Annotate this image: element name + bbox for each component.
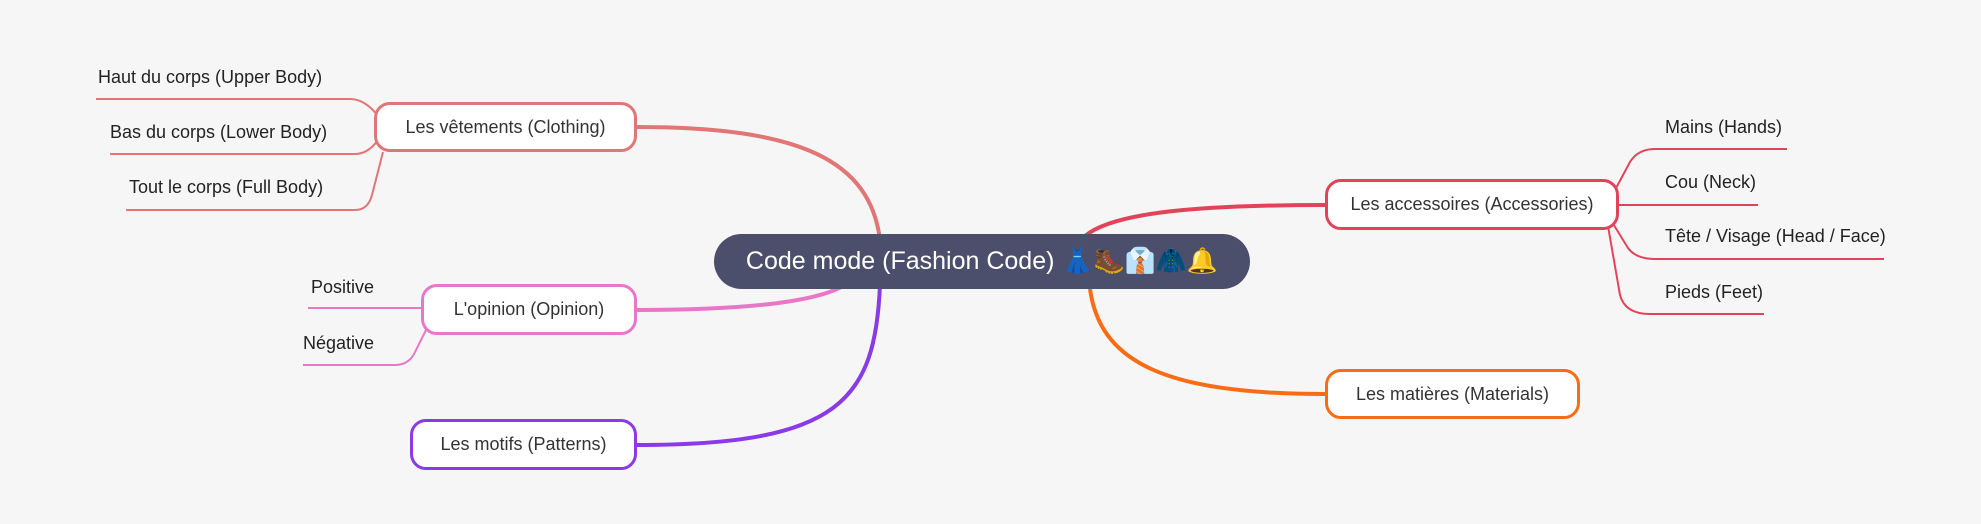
link-upper-body [96, 98, 379, 117]
leaf-feet[interactable]: Pieds (Feet) [1665, 282, 1764, 302]
link-opinion [636, 283, 847, 312]
link-accessories [1083, 203, 1326, 238]
link-patterns [636, 284, 882, 447]
branch-materials[interactable]: Les matières (Materials) [1325, 369, 1580, 419]
link-feet [1607, 225, 1764, 315]
leaf-negative[interactable]: Négative [303, 333, 375, 353]
branch-accessories[interactable]: Les accessoires (Accessories) [1325, 179, 1619, 230]
branch-opinion[interactable]: L'opinion (Opinion) [421, 284, 637, 335]
leaf-head-face[interactable]: Tête / Visage (Head / Face) [1665, 226, 1886, 246]
root-node[interactable]: Code mode (Fashion Code) 👗🥾👔🧥🔔 [714, 234, 1250, 289]
fashion-emoji-icons: 👗🥾👔🧥🔔 [1062, 247, 1219, 275]
root-label: Code mode (Fashion Code) [745, 247, 1055, 275]
link-full-body [126, 151, 384, 211]
link-head [1611, 221, 1884, 260]
branch-clothing[interactable]: Les vêtements (Clothing) [374, 102, 637, 152]
leaf-hands[interactable]: Mains (Hands) [1665, 117, 1783, 137]
leaf-full-body[interactable]: Tout le corps (Full Body) [129, 177, 324, 197]
link-negative [303, 329, 427, 366]
leaf-positive[interactable]: Positive [311, 277, 375, 297]
link-materials [1088, 288, 1326, 396]
link-clothing [636, 125, 882, 241]
leaf-neck[interactable]: Cou (Neck) [1665, 172, 1757, 192]
leaf-lower-body[interactable]: Bas du corps (Lower Body) [110, 122, 328, 142]
branch-patterns[interactable]: Les motifs (Patterns) [410, 419, 637, 470]
link-hands [1614, 148, 1787, 191]
leaf-upper-body[interactable]: Haut du corps (Upper Body) [98, 67, 323, 87]
